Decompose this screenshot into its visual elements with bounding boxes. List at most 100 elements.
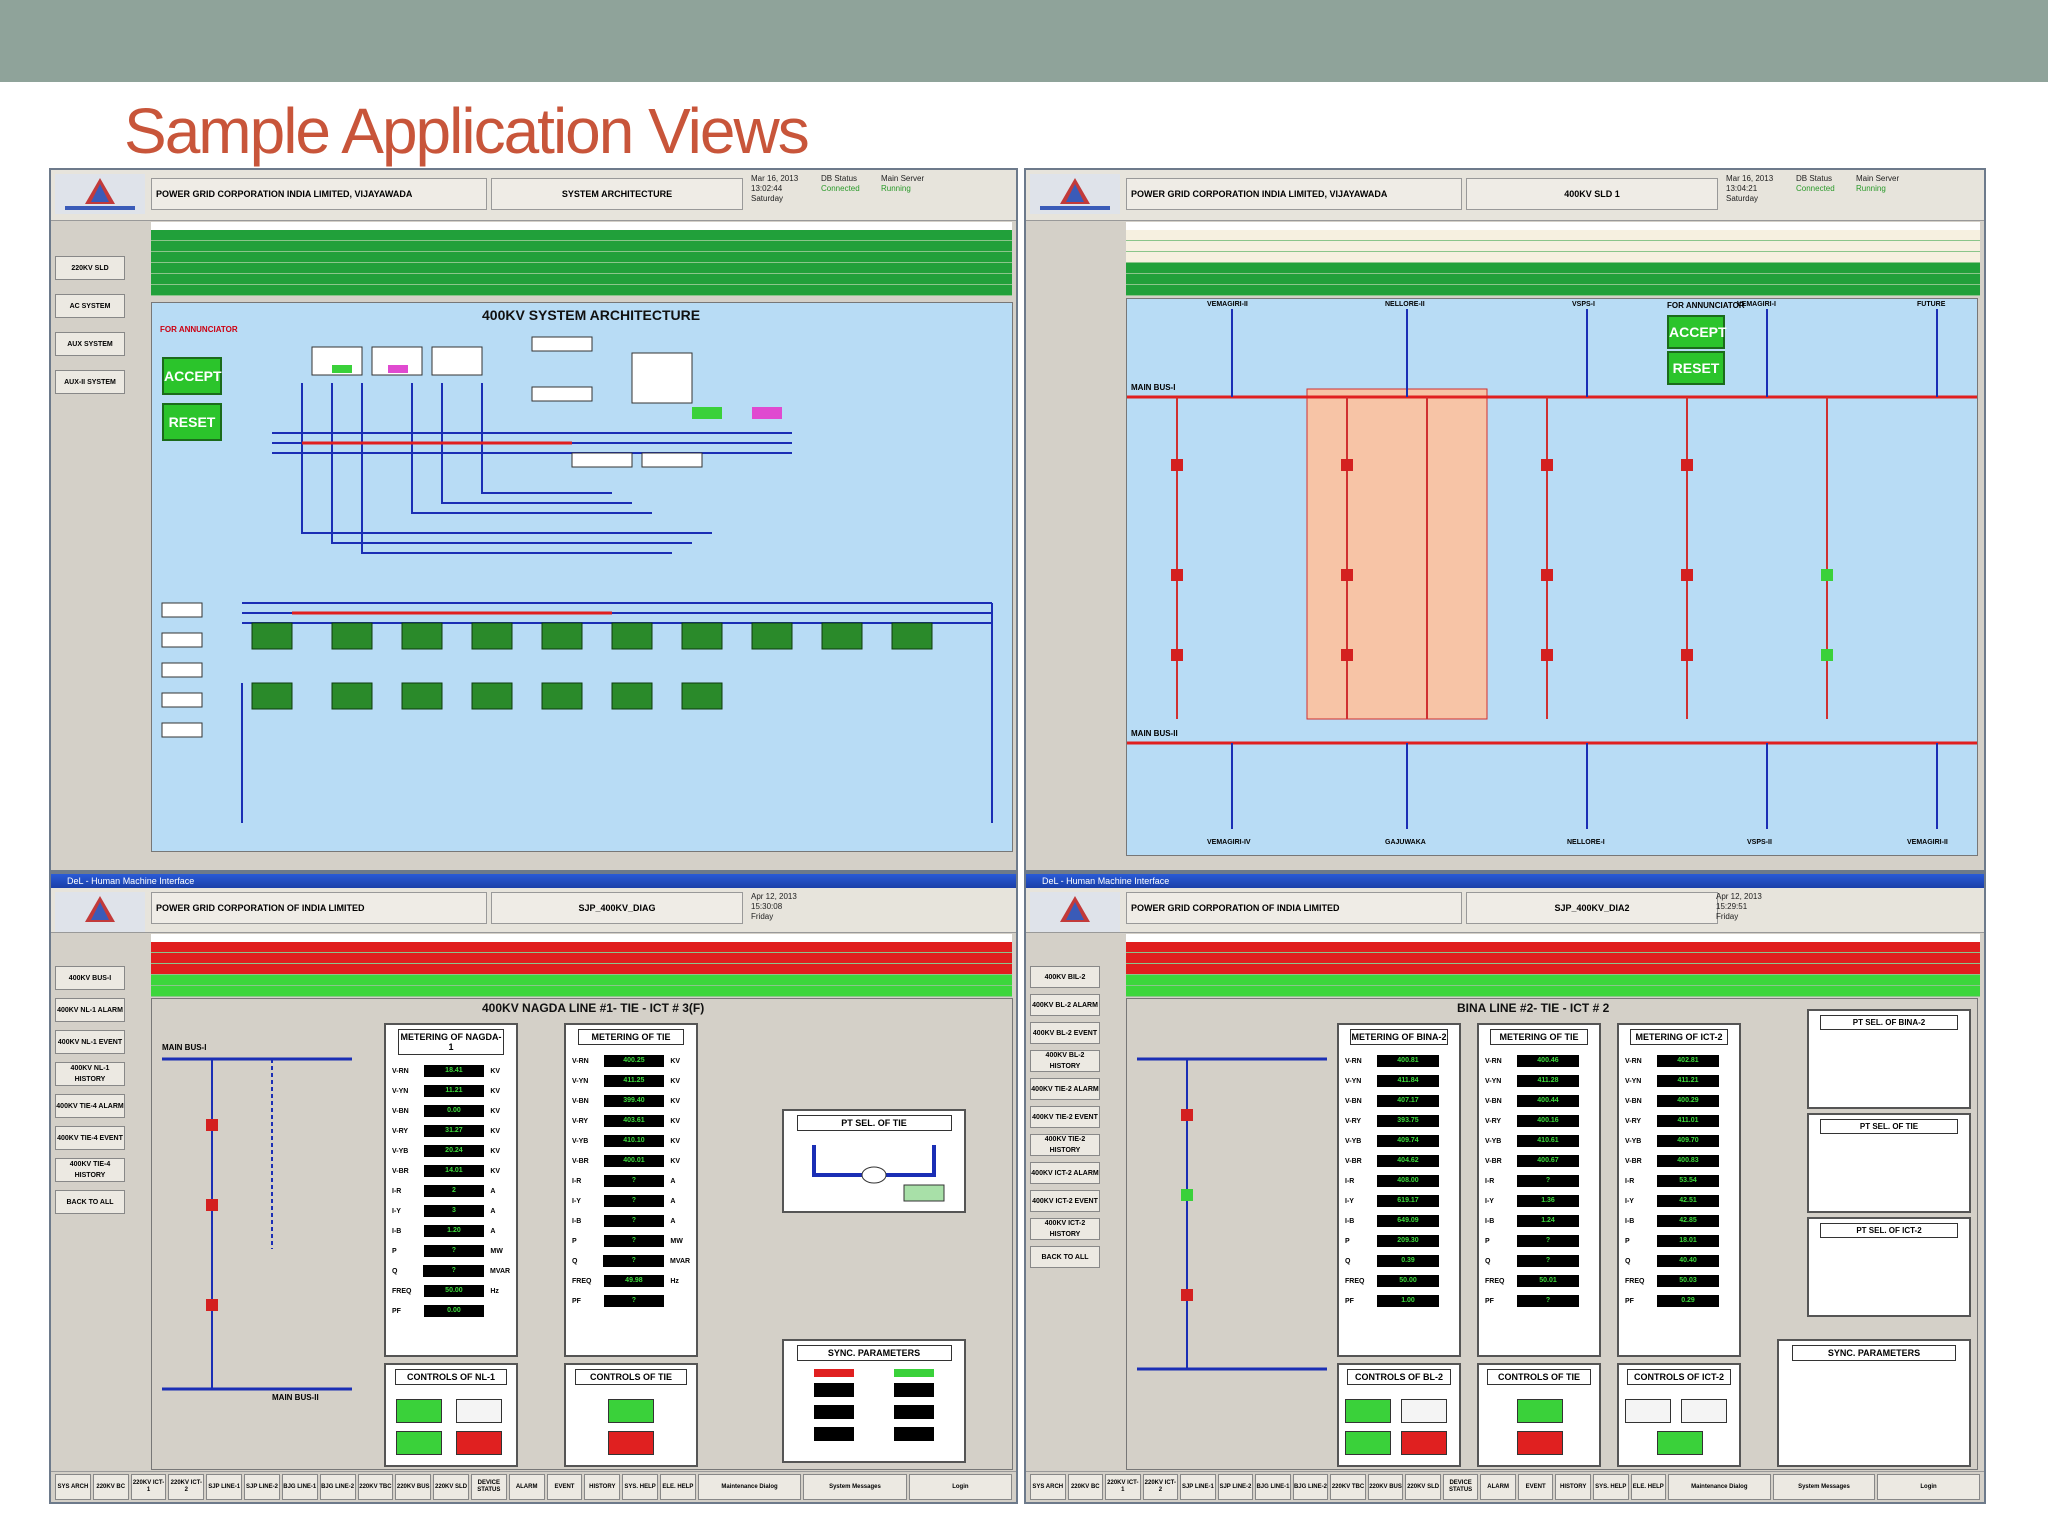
bottom-nav-button[interactable]: Login — [1877, 1474, 1980, 1500]
nav-button[interactable]: 400KV NL-1 ALARM — [55, 998, 125, 1022]
bottom-nav-button[interactable]: 220KV TBC — [357, 1474, 394, 1500]
event-row[interactable] — [1126, 263, 1980, 274]
relay-button[interactable] — [1657, 1431, 1703, 1455]
event-row[interactable] — [1126, 964, 1980, 975]
bottom-nav-button[interactable]: ELE. HELP — [1630, 1474, 1667, 1500]
relay-button[interactable] — [1345, 1399, 1391, 1423]
reset-button[interactable]: RESET — [162, 403, 222, 441]
bottom-nav-button[interactable]: BJG LINE-1 — [281, 1474, 318, 1500]
bottom-nav-button[interactable]: DEVICE STATUS — [470, 1474, 507, 1500]
nav-button[interactable]: AUX SYSTEM — [55, 332, 125, 356]
bottom-nav-button[interactable]: 220KV BC — [1067, 1474, 1104, 1500]
relay-button[interactable] — [1345, 1431, 1391, 1455]
bottom-nav-button[interactable]: Maintenance Dialog — [697, 1474, 802, 1500]
bottom-nav-button[interactable]: DEVICE STATUS — [1442, 1474, 1479, 1500]
event-row[interactable] — [1126, 274, 1980, 285]
event-row[interactable] — [1126, 975, 1980, 986]
relay-button[interactable] — [1681, 1399, 1727, 1423]
nav-button[interactable]: 400KV BL-2 EVENT — [1030, 1022, 1100, 1044]
event-row[interactable] — [1126, 230, 1980, 241]
bottom-nav-button[interactable]: SYS. HELP — [1592, 1474, 1629, 1500]
bottom-nav-button[interactable]: SYS ARCH — [1030, 1474, 1066, 1500]
nav-button[interactable]: AC SYSTEM — [55, 294, 125, 318]
nav-button[interactable]: 400KV TIE-4 HISTORY — [55, 1158, 125, 1182]
event-row[interactable] — [151, 953, 1012, 964]
bottom-nav-button[interactable]: ALARM — [1480, 1474, 1516, 1500]
event-row[interactable] — [151, 964, 1012, 975]
nav-button[interactable]: 400KV BUS-I — [55, 966, 125, 990]
relay-button[interactable] — [608, 1431, 654, 1455]
nav-button[interactable]: AUX-II SYSTEM — [55, 370, 125, 394]
nav-button[interactable]: 220KV SLD — [55, 256, 125, 280]
bottom-nav-button[interactable]: ELE. HELP — [660, 1474, 696, 1500]
relay-button[interactable] — [1625, 1399, 1671, 1423]
event-row[interactable] — [151, 230, 1012, 241]
relay-button[interactable] — [456, 1431, 502, 1455]
event-row[interactable] — [151, 274, 1012, 285]
nav-button[interactable]: 400KV BL-2 HISTORY — [1030, 1050, 1100, 1072]
event-row[interactable] — [151, 975, 1012, 986]
event-row[interactable] — [1126, 252, 1980, 263]
bottom-nav-button[interactable]: BJG LINE-1 — [1255, 1474, 1291, 1500]
nav-button[interactable]: 400KV BL-2 ALARM — [1030, 994, 1100, 1016]
relay-button[interactable] — [456, 1399, 502, 1423]
bottom-nav-button[interactable]: 220KV BUS — [395, 1474, 432, 1500]
relay-button[interactable] — [1401, 1399, 1447, 1423]
bottom-nav-button[interactable]: Maintenance Dialog — [1668, 1474, 1771, 1500]
event-row[interactable] — [151, 263, 1012, 274]
bottom-nav-button[interactable]: EVENT — [546, 1474, 583, 1500]
bottom-nav-button[interactable]: SYS. HELP — [622, 1474, 658, 1500]
nav-button[interactable]: 400KV TIE-2 EVENT — [1030, 1106, 1100, 1128]
nav-button[interactable]: 400KV TIE-4 ALARM — [55, 1094, 125, 1118]
bottom-nav-button[interactable]: 220KV BC — [92, 1474, 129, 1500]
event-row[interactable] — [1126, 285, 1980, 296]
bottom-nav-button[interactable]: HISTORY — [1555, 1474, 1591, 1500]
bottom-nav-button[interactable]: ALARM — [508, 1474, 545, 1500]
nav-button[interactable]: 400KV ICT-2 HISTORY — [1030, 1218, 1100, 1240]
bottom-nav-button[interactable]: Login — [908, 1474, 1013, 1500]
nav-button[interactable]: 400KV BIL-2 — [1030, 966, 1100, 988]
event-row[interactable] — [151, 252, 1012, 263]
bottom-nav-button[interactable]: 220KV SLD — [433, 1474, 469, 1500]
bottom-nav-button[interactable]: 220KV BUS — [1367, 1474, 1404, 1500]
event-row[interactable] — [1126, 942, 1980, 953]
relay-button[interactable] — [396, 1431, 442, 1455]
relay-button[interactable] — [396, 1399, 442, 1423]
event-row[interactable] — [1126, 241, 1980, 252]
bottom-nav-button[interactable]: SJP LINE-2 — [1217, 1474, 1254, 1500]
accept-button[interactable]: ACCEPT — [1667, 315, 1727, 349]
nav-button[interactable]: 400KV NL-1 HISTORY — [55, 1062, 125, 1086]
relay-button[interactable] — [1401, 1431, 1447, 1455]
bottom-nav-button[interactable]: EVENT — [1517, 1474, 1554, 1500]
bottom-nav-button[interactable]: 220KV ICT-1 — [1105, 1474, 1141, 1500]
nav-button[interactable]: 400KV TIE-2 HISTORY — [1030, 1134, 1100, 1156]
bottom-nav-button[interactable]: 220KV ICT-2 — [168, 1474, 205, 1500]
event-row[interactable] — [151, 241, 1012, 252]
nav-button[interactable]: 400KV TIE-2 ALARM — [1030, 1078, 1100, 1100]
bottom-nav-button[interactable]: System Messages — [803, 1474, 907, 1500]
bottom-nav-button[interactable]: 220KV ICT-1 — [130, 1474, 167, 1500]
nav-button[interactable]: BACK TO ALL — [55, 1190, 125, 1214]
bottom-nav-button[interactable]: 220KV ICT-2 — [1142, 1474, 1179, 1500]
bottom-nav-button[interactable]: System Messages — [1772, 1474, 1876, 1500]
nav-button[interactable]: 400KV NL-1 EVENT — [55, 1030, 125, 1054]
event-row[interactable] — [151, 942, 1012, 953]
bottom-nav-button[interactable]: HISTORY — [584, 1474, 621, 1500]
bottom-nav-button[interactable]: 220KV SLD — [1405, 1474, 1441, 1500]
event-row[interactable] — [1126, 986, 1980, 997]
event-row[interactable] — [151, 986, 1012, 997]
bottom-nav-button[interactable]: SJP LINE-2 — [244, 1474, 280, 1500]
accept-button[interactable]: ACCEPT — [162, 357, 222, 395]
reset-button[interactable]: RESET — [1667, 351, 1725, 385]
bottom-nav-button[interactable]: SYS ARCH — [55, 1474, 91, 1500]
relay-button[interactable] — [1517, 1399, 1563, 1423]
relay-button[interactable] — [608, 1399, 654, 1423]
bottom-nav-button[interactable]: 220KV TBC — [1330, 1474, 1366, 1500]
nav-button[interactable]: 400KV TIE-4 EVENT — [55, 1126, 125, 1150]
nav-button[interactable]: 400KV ICT-2 ALARM — [1030, 1162, 1100, 1184]
bottom-nav-button[interactable]: BJG LINE-2 — [319, 1474, 356, 1500]
nav-button[interactable]: 400KV ICT-2 EVENT — [1030, 1190, 1100, 1212]
event-row[interactable] — [1126, 953, 1980, 964]
bottom-nav-button[interactable]: SJP LINE-1 — [1180, 1474, 1216, 1500]
relay-button[interactable] — [1517, 1431, 1563, 1455]
